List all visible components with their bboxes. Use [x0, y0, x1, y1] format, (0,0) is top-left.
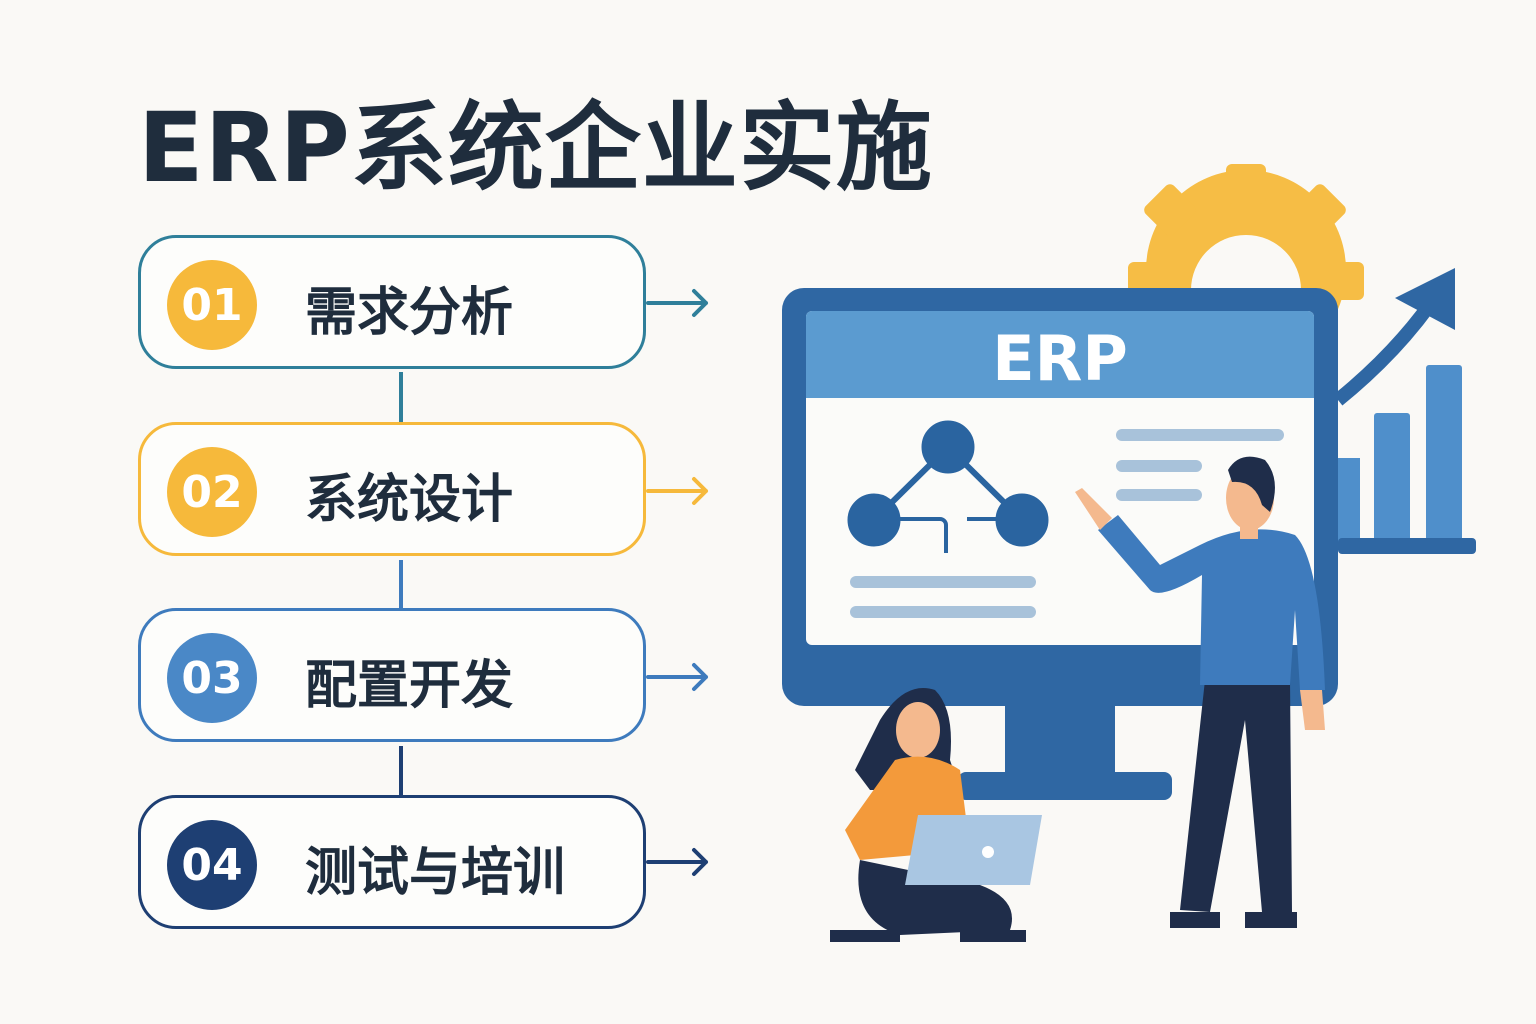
step-3: 03 配置开发	[138, 608, 646, 742]
monitor-header-text: ERP	[992, 322, 1128, 395]
step-2: 02 系统设计	[138, 422, 646, 556]
step-label: 需求分析	[305, 283, 514, 343]
monitor	[782, 288, 1338, 800]
connector-line	[399, 372, 403, 422]
arrow-right-icon	[646, 848, 708, 876]
step-label: 测试与培训	[305, 843, 566, 903]
step-1: 01 需求分析	[138, 235, 646, 369]
step-number-badge: 04	[167, 820, 257, 910]
step-number-badge: 02	[167, 447, 257, 537]
arrow-right-icon	[646, 289, 708, 317]
connector-line	[399, 560, 403, 608]
step-label: 配置开发	[305, 656, 514, 716]
network-diagram-icon	[847, 420, 1049, 553]
presenter-person	[1075, 456, 1325, 928]
growth-arrow-icon	[1333, 268, 1455, 406]
step-label: 系统设计	[305, 470, 514, 530]
step-number-badge: 03	[167, 633, 257, 723]
text-placeholder-lines	[850, 429, 1284, 618]
arrow-right-icon	[646, 663, 708, 691]
seated-person-with-laptop	[830, 688, 1042, 942]
bar-chart-icon	[1338, 365, 1476, 554]
arrow-right-icon	[646, 477, 708, 505]
step-4: 04 测试与培训	[138, 795, 646, 929]
page-title: ERP系统企业实施	[138, 92, 933, 204]
connector-line	[399, 746, 403, 795]
step-number-badge: 01	[167, 260, 257, 350]
